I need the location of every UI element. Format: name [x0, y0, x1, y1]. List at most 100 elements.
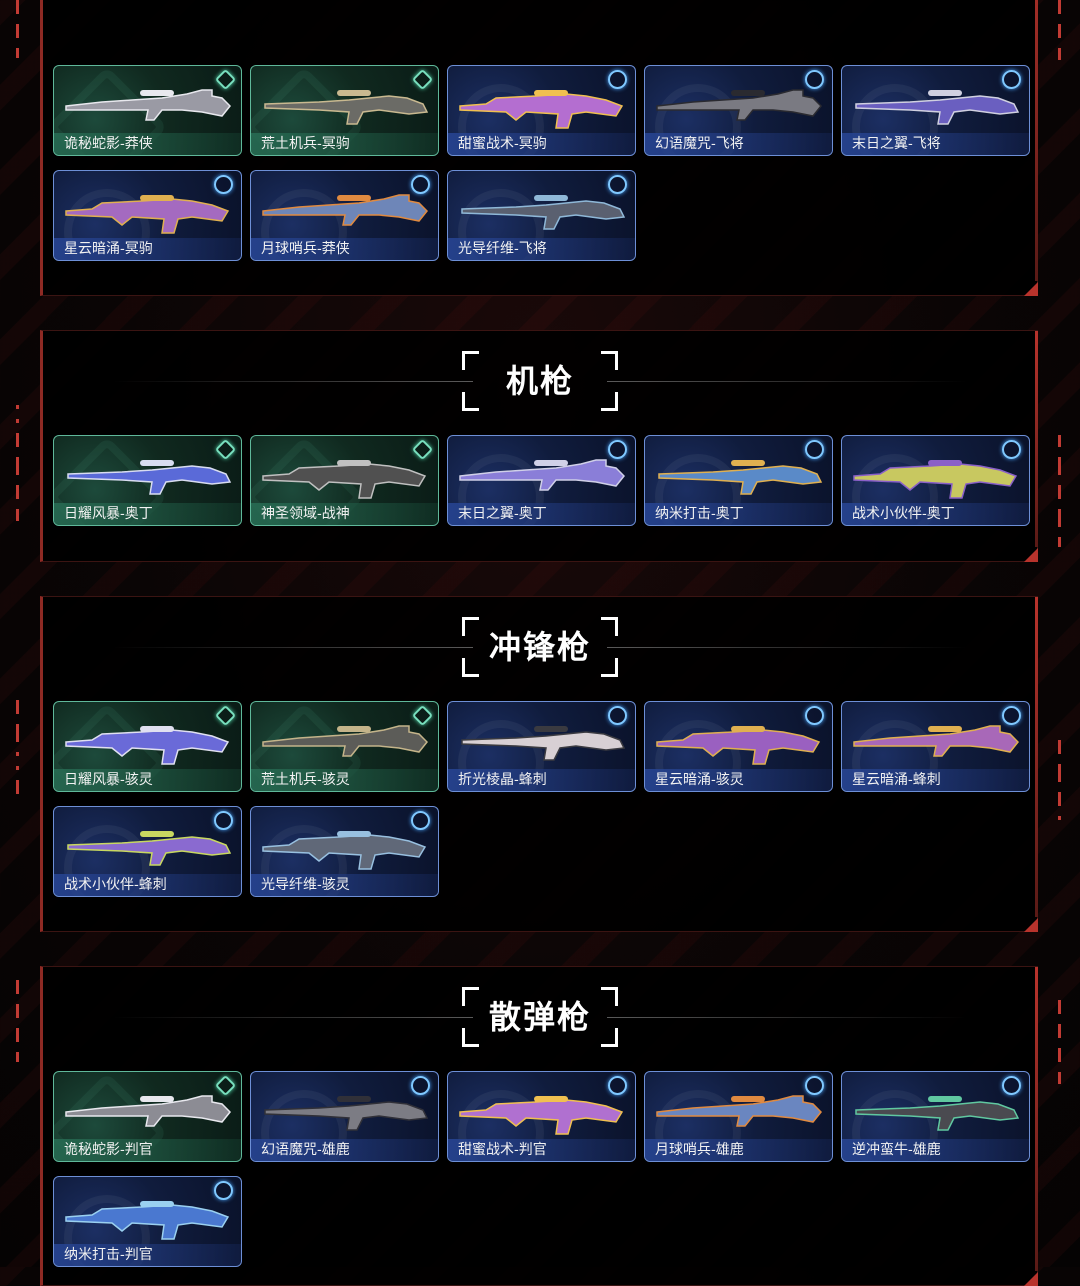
section-header: 散弹枪	[43, 967, 1037, 1057]
skin-name-label: 光导纤维-飞将	[448, 238, 635, 260]
rarity-ring-icon	[1002, 1076, 1021, 1095]
rarity-ring-icon	[608, 175, 627, 194]
card-background-emblem	[852, 84, 938, 155]
weapon-skin-image	[65, 1201, 230, 1240]
corner-bracket	[462, 1028, 479, 1047]
header-divider-left	[113, 647, 473, 648]
skin-card[interactable]: 月球哨兵-雄鹿	[644, 1071, 833, 1162]
skin-card[interactable]: 战术小伙伴-奥丁	[841, 435, 1030, 526]
rarity-ring-icon	[411, 811, 430, 830]
section-title: 散弹枪	[488, 998, 591, 1036]
rarity-ring-icon	[805, 440, 824, 459]
weapon-skin-image	[67, 460, 232, 495]
card-background-emblem	[64, 825, 150, 896]
corner-bracket	[462, 617, 479, 636]
skin-card[interactable]: 战术小伙伴-蜂刺	[53, 806, 242, 897]
rarity-ring-icon	[214, 811, 233, 830]
card-background-emblem	[64, 189, 150, 260]
skin-card[interactable]: 甜蜜战术-判官	[447, 1071, 636, 1162]
right-side-decoration	[1058, 0, 1066, 1267]
skin-card[interactable]: 诡秘蛇影-判官	[53, 1071, 242, 1162]
card-background-emblem	[458, 84, 544, 155]
skin-name-label: 星云暗涌-蜂刺	[842, 769, 1029, 791]
skin-name-label: 月球哨兵-雄鹿	[645, 1139, 832, 1161]
weapon-skin-image	[65, 195, 230, 234]
section-title: 冲锋枪	[488, 628, 591, 666]
card-background-emblem	[261, 1090, 347, 1161]
tick-group	[16, 700, 20, 804]
skin-name-label: 荒土机兵-骇灵	[251, 769, 438, 791]
skin-card[interactable]: 逆冲蛮牛-雄鹿	[841, 1071, 1030, 1162]
card-background-emblem	[852, 1090, 938, 1161]
skin-card[interactable]: 星云暗涌-骇灵	[644, 701, 833, 792]
skin-card[interactable]: 荒土机兵-冥驹	[250, 65, 439, 156]
skin-name-label: 光导纤维-骇灵	[251, 874, 438, 896]
weapon-skin-image	[459, 459, 626, 491]
skin-card[interactable]: 纳米打击-奥丁	[644, 435, 833, 526]
skin-card[interactable]: 幻语魔咒-飞将	[644, 65, 833, 156]
skin-card[interactable]: 月球哨兵-莽侠	[250, 170, 439, 261]
card-background-emblem	[458, 1090, 544, 1161]
corner-bracket	[462, 351, 479, 370]
weapon-skin-image	[65, 1095, 232, 1127]
corner-bracket	[601, 617, 618, 636]
skin-card[interactable]: 末日之翼-奥丁	[447, 435, 636, 526]
skin-name-label: 月球哨兵-莽侠	[251, 238, 438, 260]
section-title-frame: 冲锋枪	[462, 617, 618, 677]
skin-card[interactable]: 神圣领域-战神	[250, 435, 439, 526]
section-title: 机枪	[505, 362, 574, 400]
skin-card[interactable]: 星云暗涌-冥驹	[53, 170, 242, 261]
skin-card[interactable]: 甜蜜战术-冥驹	[447, 65, 636, 156]
weapon-skin-image	[658, 460, 823, 495]
skin-card[interactable]: 幻语魔咒-雄鹿	[250, 1071, 439, 1162]
skin-card[interactable]: 诡秘蛇影-莽侠	[53, 65, 242, 156]
skin-card[interactable]: 光导纤维-飞将	[447, 170, 636, 261]
header-divider-left	[113, 1017, 473, 1018]
corner-bracket	[462, 987, 479, 1006]
card-background-emblem	[655, 720, 741, 791]
skin-name-label: 星云暗涌-冥驹	[54, 238, 241, 260]
skin-name-label: 纳米打击-判官	[54, 1244, 241, 1266]
corner-bracket	[601, 1028, 618, 1047]
weapon-skin-image	[853, 725, 1020, 757]
skin-card[interactable]: 星云暗涌-蜂刺	[841, 701, 1030, 792]
skin-name-label: 甜蜜战术-判官	[448, 1139, 635, 1161]
skin-name-label: 星云暗涌-骇灵	[645, 769, 832, 791]
skin-grid: 诡秘蛇影-判官幻语魔咒-雄鹿甜蜜战术-判官月球哨兵-雄鹿逆冲蛮牛-雄鹿纳米打击-…	[53, 1071, 1030, 1267]
section-edge-accent	[1035, 331, 1038, 547]
skin-card[interactable]: 日耀风暴-奥丁	[53, 435, 242, 526]
card-background-emblem	[458, 189, 544, 260]
weapon-skin-image	[67, 831, 232, 866]
tick-group	[16, 405, 20, 531]
skin-name-label: 神圣领域-战神	[251, 503, 438, 525]
rarity-ring-icon	[805, 1076, 824, 1095]
header-divider-left	[113, 381, 473, 382]
corner-bracket	[601, 658, 618, 677]
weapon-skin-image	[65, 726, 230, 765]
skin-card[interactable]: 日耀风暴-骇灵	[53, 701, 242, 792]
skin-name-label: 战术小伙伴-奥丁	[842, 503, 1029, 525]
skin-card[interactable]: 光导纤维-骇灵	[250, 806, 439, 897]
skin-name-label: 日耀风暴-骇灵	[54, 769, 241, 791]
skin-name-label: 幻语魔咒-飞将	[645, 133, 832, 155]
tick-group	[1058, 740, 1062, 830]
weapon-skin-image	[459, 90, 624, 129]
skin-card[interactable]: 荒土机兵-骇灵	[250, 701, 439, 792]
card-background-emblem	[852, 454, 938, 525]
corner-bracket	[601, 392, 618, 411]
section-header: 机枪	[43, 331, 1037, 421]
weapon-skin-image	[855, 90, 1020, 125]
skin-name-label: 甜蜜战术-冥驹	[448, 133, 635, 155]
section-edge-accent	[1035, 597, 1038, 917]
header-divider-right	[607, 1017, 967, 1018]
rarity-ring-icon	[1002, 70, 1021, 89]
skin-grid: 日耀风暴-骇灵荒土机兵-骇灵折光棱晶-蜂刺星云暗涌-骇灵星云暗涌-蜂刺战术小伙伴…	[53, 701, 1030, 897]
skin-name-label: 折光棱晶-蜂刺	[448, 769, 635, 791]
weapon-skin-image	[262, 831, 427, 870]
card-background-emblem	[64, 1195, 150, 1266]
skin-card[interactable]: 纳米打击-判官	[53, 1176, 242, 1267]
rarity-ring-icon	[608, 706, 627, 725]
weapon-skin-image	[262, 194, 429, 226]
skin-card[interactable]: 折光棱晶-蜂刺	[447, 701, 636, 792]
skin-card[interactable]: 末日之翼-飞将	[841, 65, 1030, 156]
